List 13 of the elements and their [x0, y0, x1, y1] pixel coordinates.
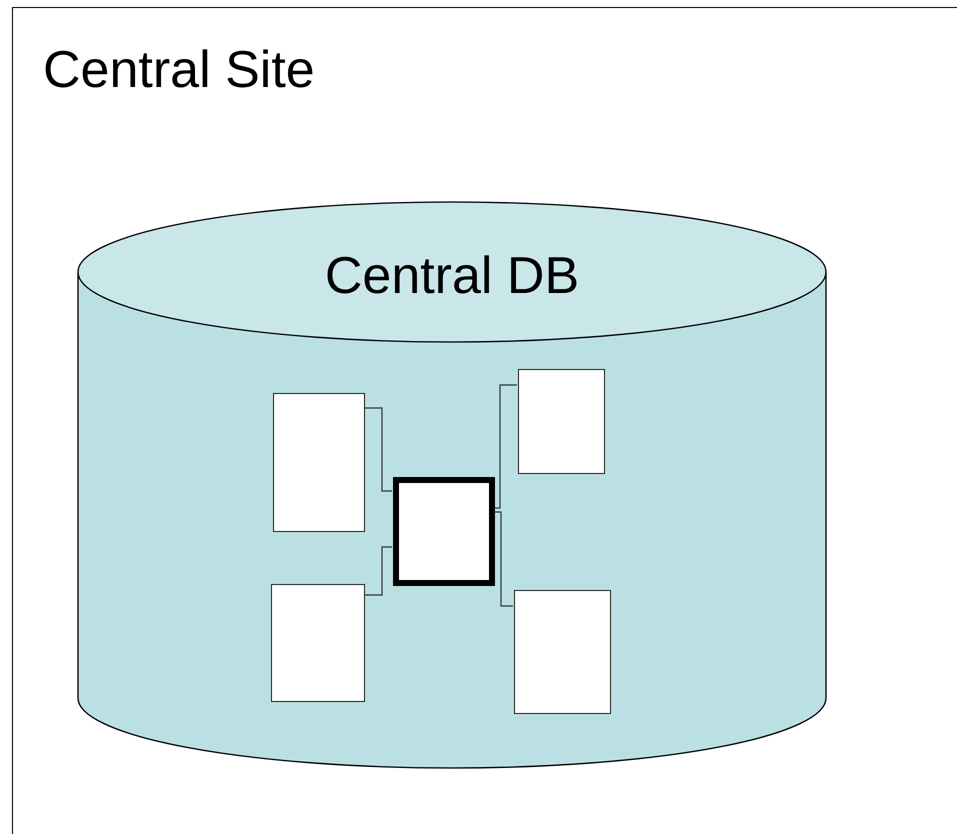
- site-frame: [12, 7, 957, 834]
- connector-line: [494, 384, 517, 509]
- connector-line: [364, 546, 392, 596]
- central-box: [393, 477, 495, 586]
- connector-line: [364, 407, 392, 492]
- database-label: Central DB: [324, 246, 580, 307]
- table-box: [518, 369, 605, 474]
- table-box: [271, 584, 365, 702]
- database-cylinder: [77, 201, 827, 769]
- table-box: [514, 590, 611, 714]
- site-title: Central Site: [43, 40, 315, 100]
- table-box: [273, 393, 365, 532]
- connector-line: [494, 511, 513, 607]
